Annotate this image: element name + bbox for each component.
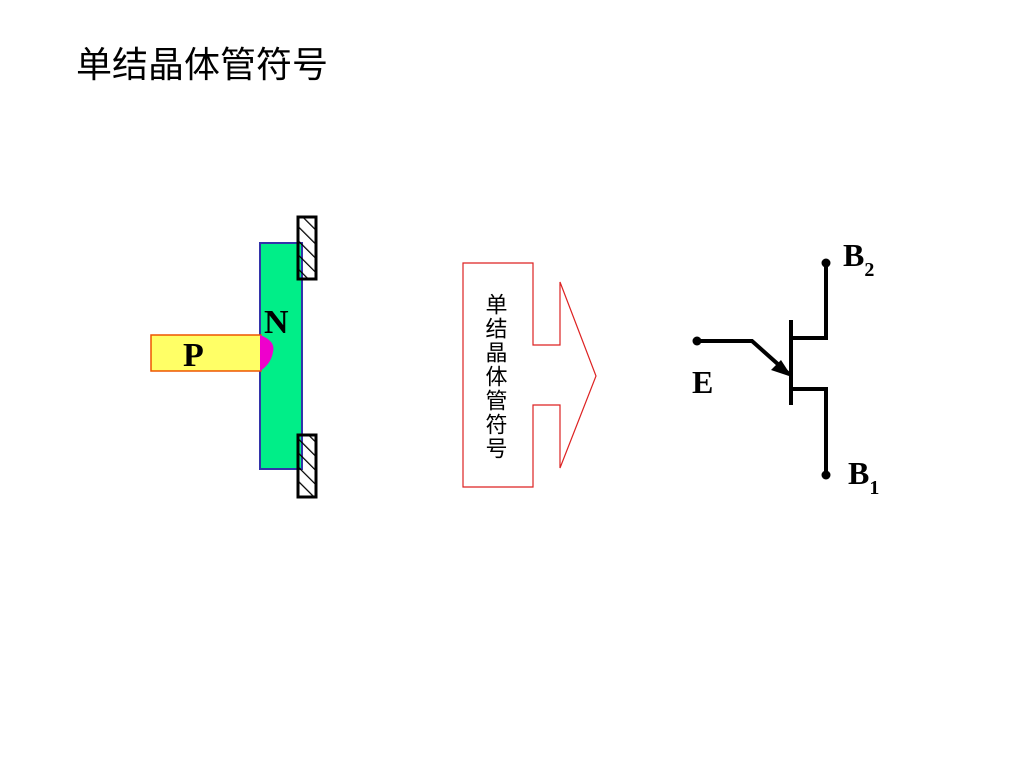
top-contact — [296, 215, 318, 281]
b1-lead — [791, 387, 828, 475]
b1-label-sub: 1 — [869, 477, 879, 499]
emitter-arrowhead — [771, 360, 792, 377]
n-label: N — [264, 304, 289, 341]
emitter-lead — [697, 339, 791, 376]
e-terminal-dot — [692, 336, 702, 346]
p-label: P — [183, 337, 204, 374]
arrow-text: 单结晶体管符号 — [482, 293, 508, 461]
b2-lead — [791, 263, 828, 340]
b1-label: B1 — [848, 455, 879, 499]
arrow-outline — [462, 262, 597, 488]
b2-label-sub: 2 — [864, 259, 874, 281]
b2-terminal-dot — [821, 258, 831, 268]
transform-arrow: 单结晶体管符号 — [462, 262, 597, 488]
emitter-label: E — [692, 364, 713, 400]
pn-junction — [260, 335, 274, 371]
b2-label-main: B — [843, 237, 864, 273]
ujt-symbol — [697, 263, 828, 475]
b2-label: B2 — [843, 237, 874, 281]
b1-label-main: B — [848, 455, 869, 491]
p-region — [150, 334, 262, 372]
b1-terminal-dot — [821, 470, 831, 480]
page-title: 单结晶体管符号 — [76, 45, 329, 86]
bottom-contact — [296, 433, 318, 499]
ujt-structure: N P — [150, 215, 318, 499]
